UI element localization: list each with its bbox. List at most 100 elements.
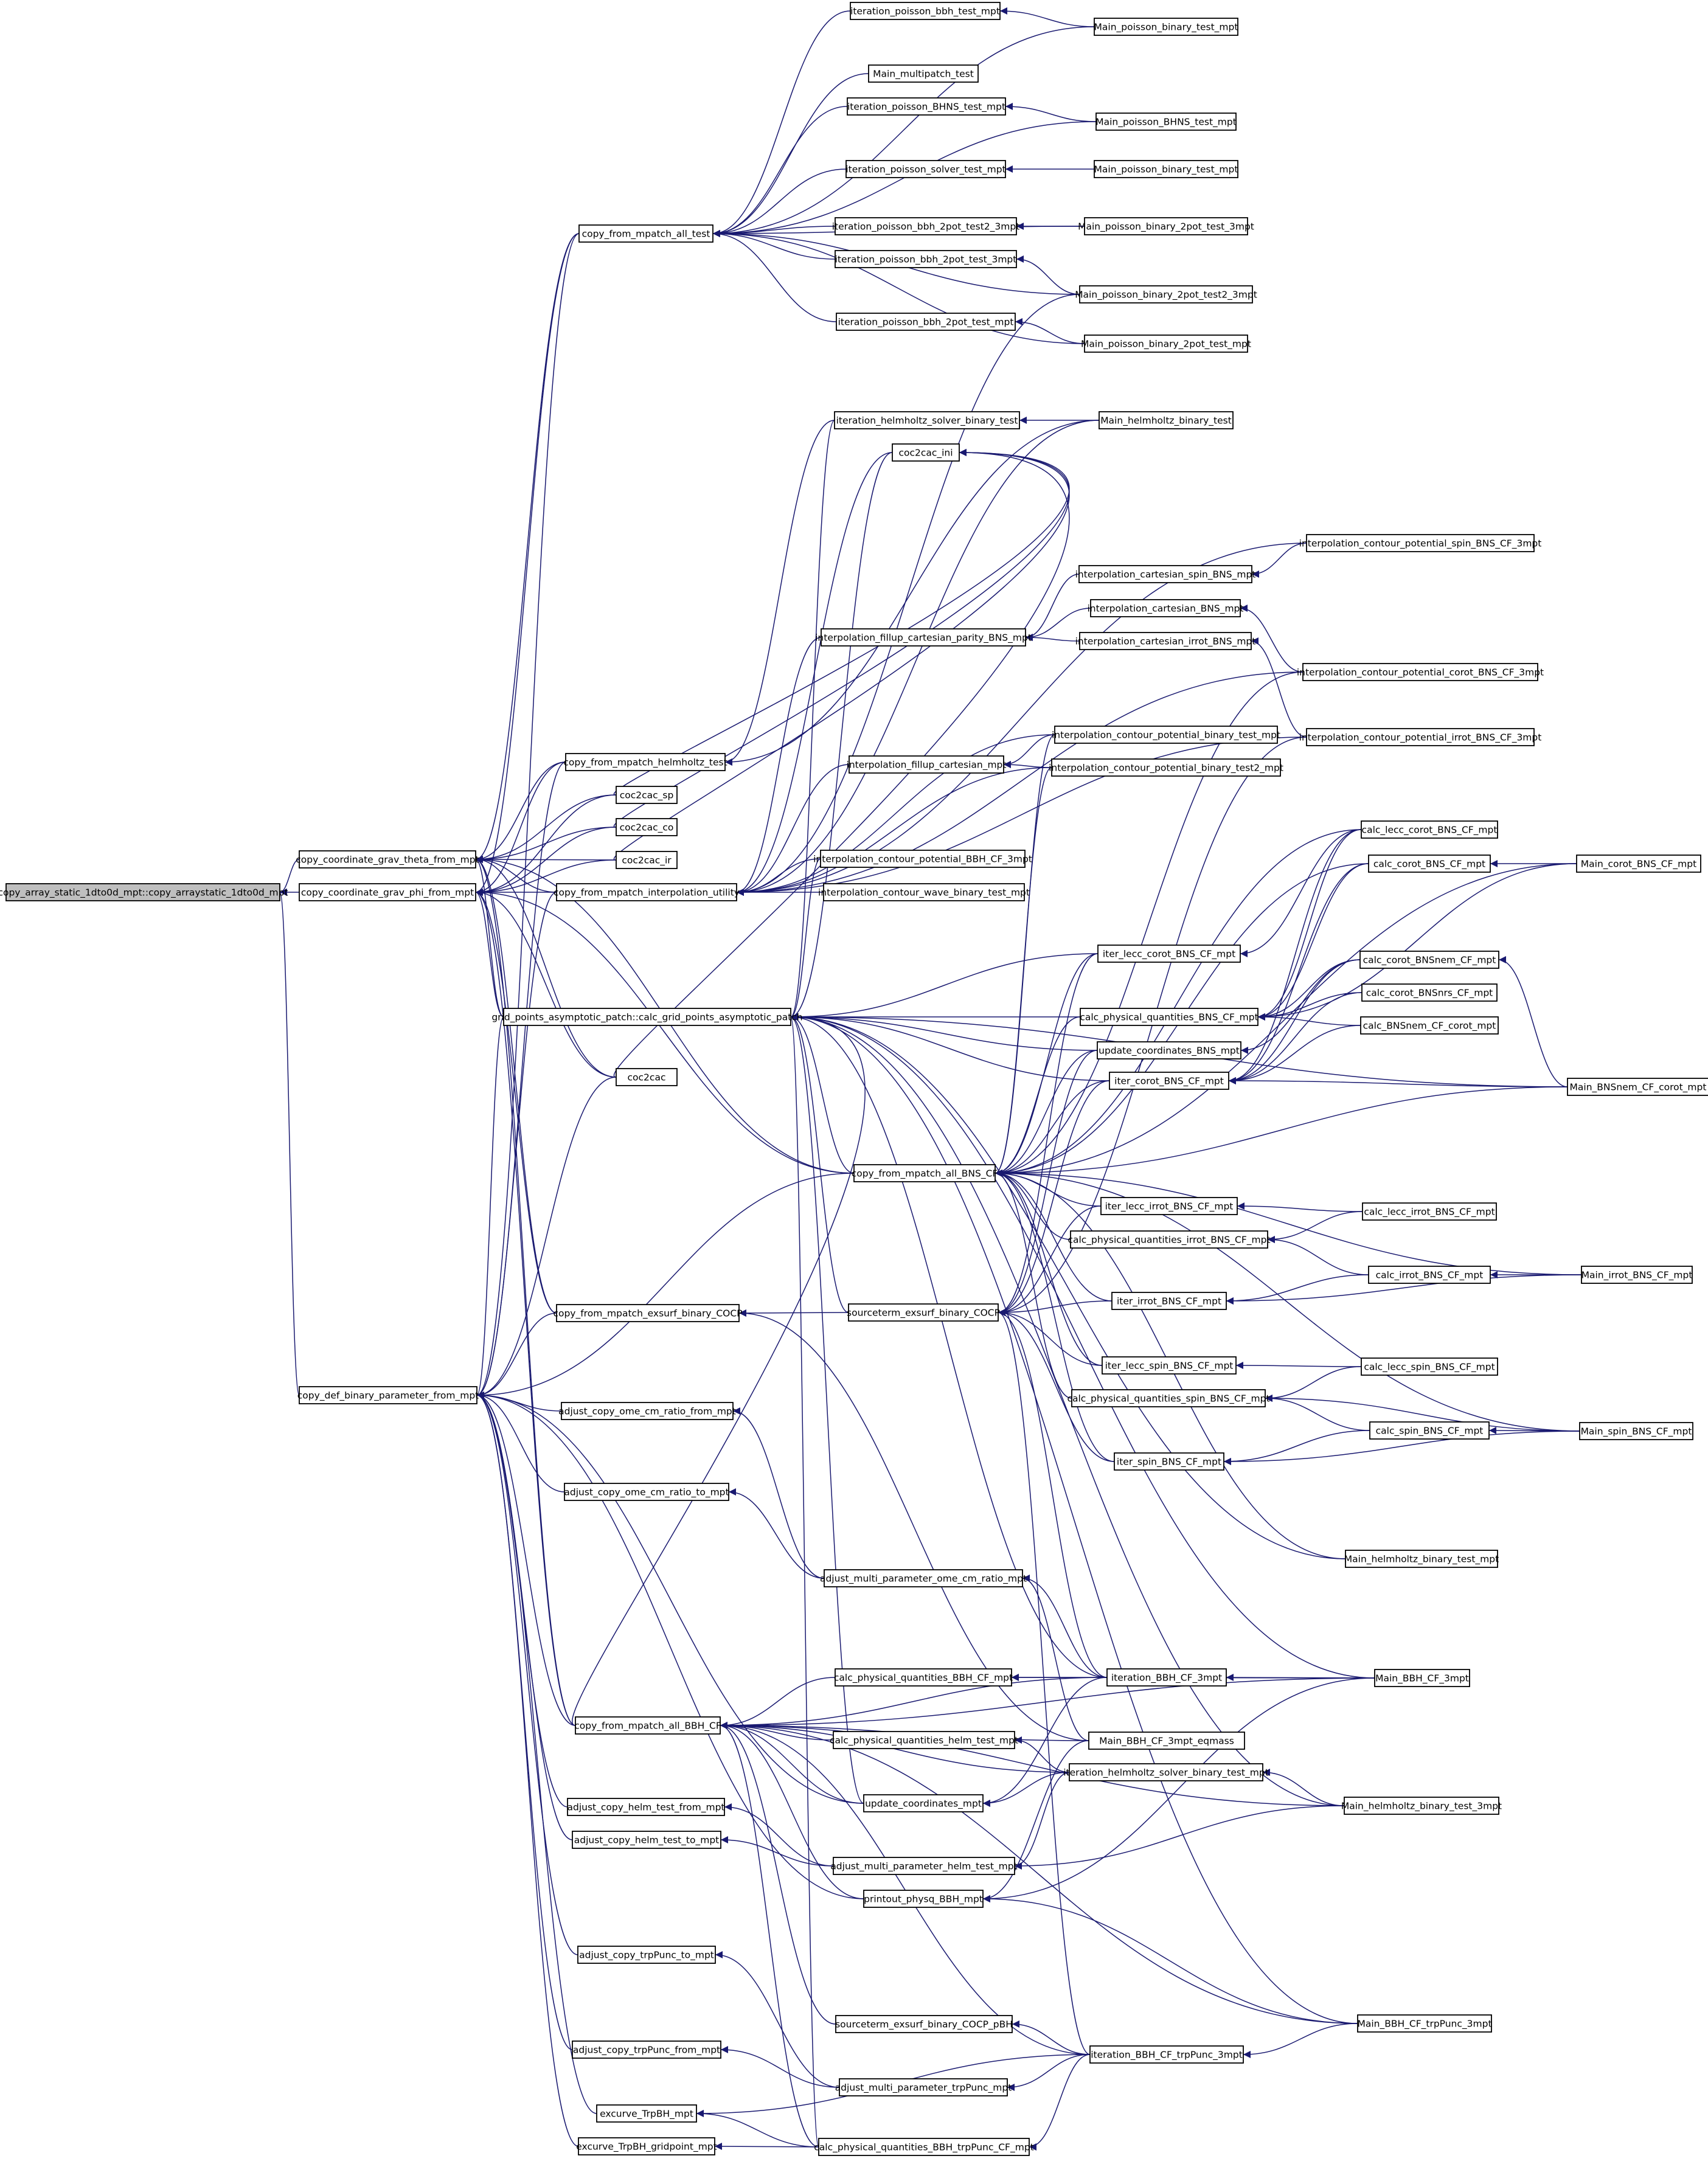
function-node-gpa[interactable]: grid_points_asymptotic_patch::calc_grid_… [491,1008,803,1026]
function-node-amhelm[interactable]: adjust_multi_parameter_helm_test_mpt [830,1857,1018,1875]
function-node-cdb[interactable]: copy_def_binary_parameter_from_mpt [297,1386,479,1404]
function-node-cs[interactable]: calc_spin_BNS_CF_mpt [1369,1421,1490,1440]
function-node-ibtrp[interactable]: iteration_BBH_CF_trpPunc_3mpt [1089,2045,1244,2064]
function-node-cfhelm[interactable]: copy_from_mpatch_helmholtz_test [563,753,727,771]
function-node-cpqirr[interactable]: calc_physical_quantities_irrot_BNS_CF_mp… [1068,1230,1271,1249]
function-node-isp[interactable]: iter_spin_BNS_CF_mpt [1114,1452,1224,1471]
function-node-clc[interactable]: calc_lecc_corot_BNS_CF_mpt [1361,820,1498,839]
function-node-mpbhns[interactable]: Main_poisson_BHNS_test_mpt [1095,113,1237,131]
function-node-root[interactable]: copy_array_static_1dto0d_mpt::copy_array… [0,883,288,901]
function-node-cfex[interactable]: copy_from_mpatch_exsurf_binary_COCP [553,1304,743,1322]
function-node-sebp[interactable]: sourceterm_exsurf_binary_COCP_pBH [835,2015,1013,2033]
function-node-acocfrom[interactable]: adjust_copy_ome_cm_ratio_from_mpt [558,1402,736,1420]
function-node-mbtrp[interactable]: Main_BBH_CF_trpPunc_3mpt [1357,2014,1492,2033]
function-node-mh3[interactable]: Main_helmholtz_binary_test_3mpt [1341,1797,1502,1815]
function-node-cc[interactable]: calc_corot_BNS_CF_mpt [1368,855,1491,873]
function-node-mcor[interactable]: Main_corot_BNS_CF_mpt [1576,855,1701,873]
function-node-ilc[interactable]: iter_lecc_corot_BNS_CF_mpt [1097,945,1241,963]
function-node-ils[interactable]: iter_lecc_spin_BNS_CF_mpt [1102,1356,1237,1375]
function-node-ip2t2[interactable]: iteration_poisson_bbh_2pot_test2_3mpt [832,217,1020,235]
function-node-mpbt1[interactable]: Main_poisson_binary_test_mpt [1094,18,1238,36]
function-node-cgp[interactable]: copy_coordinate_grav_phi_from_mpt [299,883,476,901]
function-node-ip2t3[interactable]: iteration_poisson_bbh_2pot_test_3mpt [835,250,1017,268]
function-node-mp2t[interactable]: Main_poisson_binary_2pot_test_mpt [1081,335,1251,353]
function-node-cfiu[interactable]: copy_from_mpatch_interpolation_utility [554,883,740,901]
function-node-cfat[interactable]: copy_from_mpatch_all_test [578,224,713,243]
function-node-ip2t[interactable]: iteration_poisson_bbh_2pot_test_mpt [836,313,1016,331]
function-node-amome[interactable]: adjust_multi_parameter_ome_cm_ratio_mpt [820,1569,1027,1587]
function-node-ifc[interactable]: interpolation_fillup_cartesian_mpt [847,755,1007,774]
call-edge-ibtrp-to-seb [998,1309,1091,2055]
function-node-mnem[interactable]: Main_BNSnem_CF_corot_mpt [1567,1078,1708,1096]
function-node-icpspin3[interactable]: interpolation_contour_potential_spin_BNS… [1299,534,1542,552]
function-node-seb[interactable]: sourceterm_exsurf_binary_COCP [847,1303,1000,1322]
function-node-mbbheq[interactable]: Main_BBH_CF_3mpt_eqmass [1088,1732,1245,1750]
function-node-icirr[interactable]: interpolation_cartesian_irrot_BNS_mpt [1075,632,1256,650]
function-node-achto[interactable]: adjust_copy_helm_test_to_mpt [572,1831,721,1849]
function-node-ipbbh[interactable]: iteration_poisson_bbh_test_mpt [850,2,1001,20]
function-node-mbbh[interactable]: Main_BBH_CF_3mpt [1374,1669,1470,1687]
function-node-c2ini[interactable]: coc2cac_ini [892,443,960,462]
function-node-cpqhelm[interactable]: calc_physical_quantities_helm_test_mpt [830,1731,1018,1749]
function-node-acocto[interactable]: adjust_copy_ome_cm_ratio_to_mpt [564,1483,729,1501]
function-node-c2sp[interactable]: coc2cac_sp [616,786,678,804]
function-node-icspin[interactable]: interpolation_cartesian_spin_BNS_mpt [1075,565,1256,583]
function-node-mmp[interactable]: Main_multipatch_test [868,64,979,83]
function-node-cfbns[interactable]: copy_from_mpatch_all_BNS_CF [852,1164,998,1182]
function-node-mp2t23[interactable]: Main_poisson_binary_2pot_test2_3mpt [1075,285,1257,303]
function-node-ihbt[interactable]: iteration_helmholtz_solver_binary_test_m… [1063,1763,1269,1781]
function-node-cpqspin[interactable]: calc_physical_quantities_spin_BNS_CF_mpt [1067,1389,1270,1407]
function-node-upd[interactable]: update_coordinates_mpt [863,1794,984,1812]
node-label: Main_poisson_BHNS_test_mpt [1095,117,1237,128]
function-node-mhelm[interactable]: Main_helmholtz_binary_test [1099,411,1234,429]
function-node-actpto[interactable]: adjust_copy_trpPunc_to_mpt [577,1946,716,1964]
call-edge-mp2t-to-cfat [712,230,1085,344]
function-node-cli[interactable]: calc_lecc_irrot_BNS_CF_mpt [1362,1202,1497,1221]
function-node-cfbbh[interactable]: copy_from_mpatch_all_BBH_CF [574,1716,721,1735]
function-node-c2ir[interactable]: coc2cac_ir [616,851,678,869]
function-node-cgt[interactable]: copy_coordinate_grav_theta_from_mpt [296,850,479,869]
function-node-ppbbh[interactable]: printout_physq_BBH_mpt [863,1890,984,1908]
function-node-ipbhns[interactable]: iteration_poisson_BHNS_test_mpt [847,97,1006,116]
function-node-icpirr3[interactable]: interpolation_contour_potential_irrot_BN… [1299,728,1542,746]
function-node-cnem[interactable]: calc_BNSnem_CF_corot_mpt [1360,1016,1499,1035]
function-node-mhbt[interactable]: Main_helmholtz_binary_test_mpt [1344,1550,1499,1568]
function-node-cls[interactable]: calc_lecc_spin_BNS_CF_mpt [1361,1357,1498,1376]
function-node-cpqbns[interactable]: calc_physical_quantities_BNS_CF_mpt [1080,1008,1258,1026]
function-node-icpbt[interactable]: interpolation_contour_potential_binary_t… [1052,726,1280,744]
function-node-ipsol[interactable]: iteration_poisson_solver_test_mpt [845,160,1006,178]
function-node-icbns[interactable]: interpolation_cartesian_BNS_mpt [1088,599,1244,617]
function-node-mirr[interactable]: Main_irrot_BNS_CF_mpt [1581,1266,1693,1284]
function-node-mp2t3[interactable]: Main_poisson_binary_2pot_test_3mpt [1078,217,1254,235]
function-node-mspin[interactable]: Main_spin_BNS_CF_mpt [1579,1422,1693,1440]
call-edge-gpa-to-cgt [475,856,504,1018]
function-node-icpcor3[interactable]: interpolation_contour_potential_corot_BN… [1297,663,1544,681]
function-node-extbh[interactable]: excurve_TrpBH_mpt [596,2104,697,2123]
function-node-ili[interactable]: iter_lecc_irrot_BNS_CF_mpt [1100,1197,1238,1215]
function-node-ucbns[interactable]: update_coordinates_BNS_mpt [1097,1041,1241,1059]
function-node-ihelm[interactable]: iteration_helmholtz_solver_binary_test [834,411,1020,429]
function-node-c2c[interactable]: coc2cac [616,1068,678,1086]
function-node-actpfrom[interactable]: adjust_copy_trpPunc_from_mpt [572,2040,721,2059]
function-node-cpqbbh[interactable]: calc_physical_quantities_BBH_CF_mpt [834,1668,1013,1687]
function-node-ccnem[interactable]: calc_corot_BNSnem_CF_mpt [1359,951,1499,969]
node-label: copy_from_mpatch_interpolation_utility [554,887,740,899]
function-node-cpqtrp[interactable]: calc_physical_quantities_BBH_trpPunc_CF_… [814,2138,1034,2156]
function-node-iir[interactable]: iter_irrot_BNS_CF_mpt [1111,1292,1227,1310]
function-node-icwave[interactable]: interpolation_contour_wave_binary_test_m… [818,883,1030,901]
function-node-ibbh[interactable]: iteration_BBH_CF_3mpt [1106,1668,1227,1687]
function-node-mpbt2[interactable]: Main_poisson_binary_test_mpt [1094,160,1238,178]
function-node-icpbbh[interactable]: interpolation_contour_potential_BBH_CF_3… [813,850,1032,868]
node-box [1369,1421,1490,1440]
function-node-c2co[interactable]: coc2cac_co [616,818,678,836]
node-box [1051,758,1281,777]
function-node-icpbt2[interactable]: interpolation_contour_potential_binary_t… [1049,758,1283,777]
function-node-amtrp[interactable]: adjust_multi_parameter_trpPunc_mpt [835,2078,1012,2096]
function-node-icor[interactable]: iter_corot_BNS_CF_mpt [1109,1072,1229,1090]
function-node-ci[interactable]: calc_irrot_BNS_CF_mpt [1368,1266,1491,1284]
function-node-extbhg[interactable]: excurve_TrpBH_gridpoint_mpt [576,2137,717,2155]
function-node-ccnrs[interactable]: calc_corot_BNSnrs_CF_mpt [1361,983,1498,1002]
function-node-achfrom[interactable]: adjust_copy_helm_test_from_mpt [567,1798,725,1816]
function-node-ifpar[interactable]: interpolation_fillup_cartesian_parity_BN… [815,628,1032,647]
call-edge-mpbhns-to-ipbhns [1005,103,1097,122]
